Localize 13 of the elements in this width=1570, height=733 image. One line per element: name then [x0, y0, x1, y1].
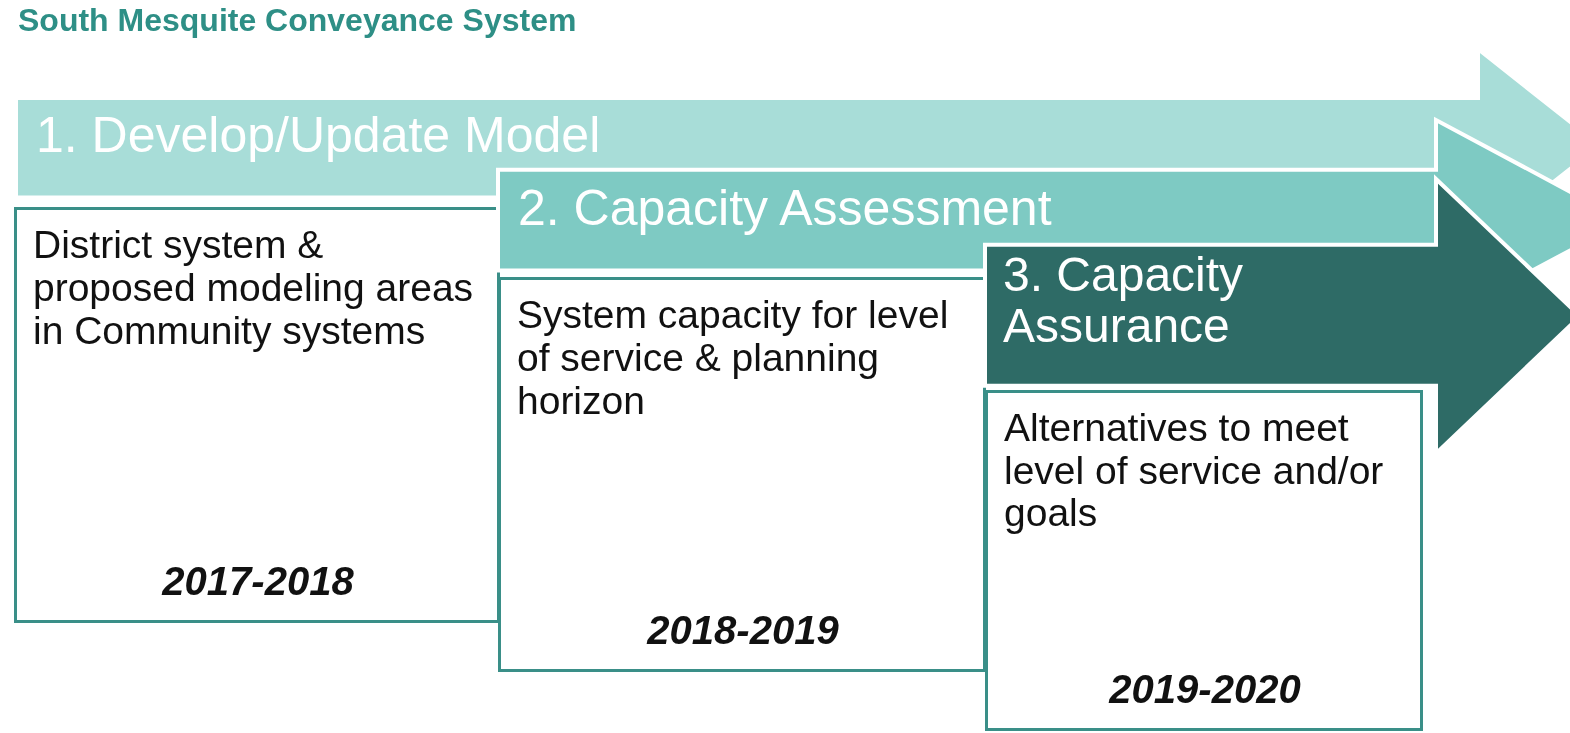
stage-description: District system & proposed modeling areas in Community systems: [33, 224, 475, 353]
stage-description: System capacity for level of service & planning horizon: [517, 293, 950, 423]
stage-heading: 2. Capacity Assessment: [518, 181, 1053, 235]
year-range: 2017-2018: [160, 558, 355, 604]
stage-heading: 1. Develop/Update Model: [36, 107, 602, 162]
diagram-title: South Mesquite Conveyance System: [18, 2, 577, 39]
stage-card: [498, 276, 986, 672]
stage-card: [985, 389, 1423, 731]
year-range: 2018-2019: [645, 607, 840, 653]
stage-heading: 3. Capacity Assurance: [1003, 248, 1245, 353]
stage-description: Alternatives to meet level of service and/or goals: [1004, 406, 1385, 536]
year-range: 2019-2020: [1107, 667, 1302, 712]
stage-card: [14, 207, 500, 623]
